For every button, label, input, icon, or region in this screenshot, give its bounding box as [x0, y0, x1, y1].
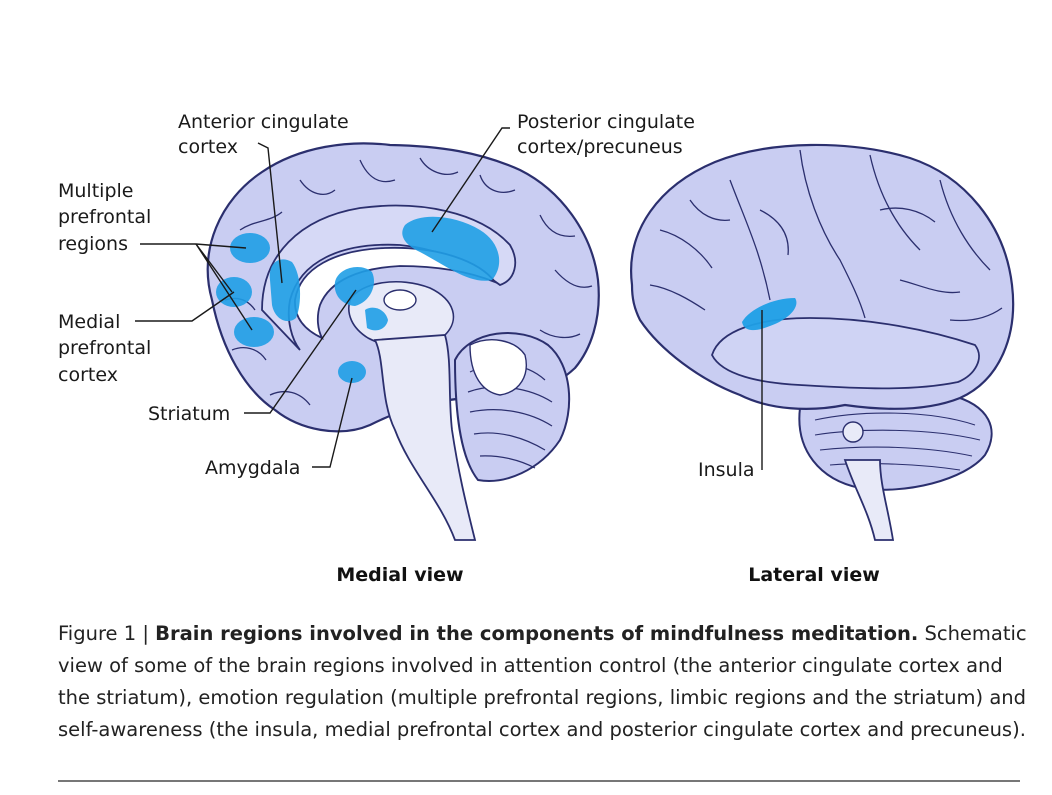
- figure-caption: Figure 1 | Brain regions involved in the…: [58, 618, 1033, 746]
- caption-figure-number: Figure 1 |: [58, 622, 156, 645]
- lateral-sulci: [649, 149, 1003, 322]
- label-multiple-prefrontal-3: regions: [58, 233, 128, 255]
- striatum-spot-2: [365, 307, 388, 331]
- medial-sulci: [224, 157, 593, 406]
- striatum-spot: [334, 267, 375, 306]
- label-striatum: Striatum: [148, 403, 230, 425]
- label-insula: Insula: [698, 459, 755, 481]
- medial-view-title: Medial view: [336, 564, 463, 586]
- caption-body: Schematic view of some of the brain regi…: [58, 622, 1027, 741]
- label-multiple-prefrontal-2: prefrontal: [58, 206, 151, 228]
- prefrontal-spot-1: [230, 233, 270, 263]
- label-posterior-cingulate-1: Posterior cingulate: [517, 111, 695, 133]
- caption-rule: [58, 780, 1020, 782]
- lateral-brainstem: [843, 459, 895, 541]
- lateral-view-title: Lateral view: [748, 564, 880, 586]
- anterior-cingulate-spot: [269, 259, 301, 322]
- label-posterior-cingulate-2: cortex/precuneus: [517, 136, 683, 158]
- label-amygdala: Amygdala: [205, 457, 300, 479]
- medial-highlights: [216, 216, 500, 383]
- label-anterior-cingulate-1: Anterior cingulate: [178, 111, 349, 133]
- medial-brain: [206, 142, 600, 541]
- amygdala-spot: [338, 361, 366, 383]
- lateral-brain: [630, 143, 1015, 541]
- label-medial-prefrontal-3: cortex: [58, 364, 118, 386]
- brainstem: [373, 334, 477, 541]
- label-medial-prefrontal-2: prefrontal: [58, 337, 151, 359]
- temporal-lobe: [711, 317, 980, 390]
- brain-figure: Anterior cingulate cortex Posterior cing…: [58, 111, 1015, 586]
- label-anterior-cingulate-2: cortex: [178, 136, 238, 158]
- insula-spot: [742, 298, 797, 331]
- medial-prefrontal-spot: [234, 317, 274, 347]
- leader-lines: [135, 127, 763, 470]
- posterior-cingulate-spot: [402, 216, 500, 281]
- label-medial-prefrontal-1: Medial: [58, 311, 120, 333]
- caption-title: Brain regions involved in the components…: [155, 622, 919, 645]
- label-multiple-prefrontal-1: Multiple: [58, 180, 133, 202]
